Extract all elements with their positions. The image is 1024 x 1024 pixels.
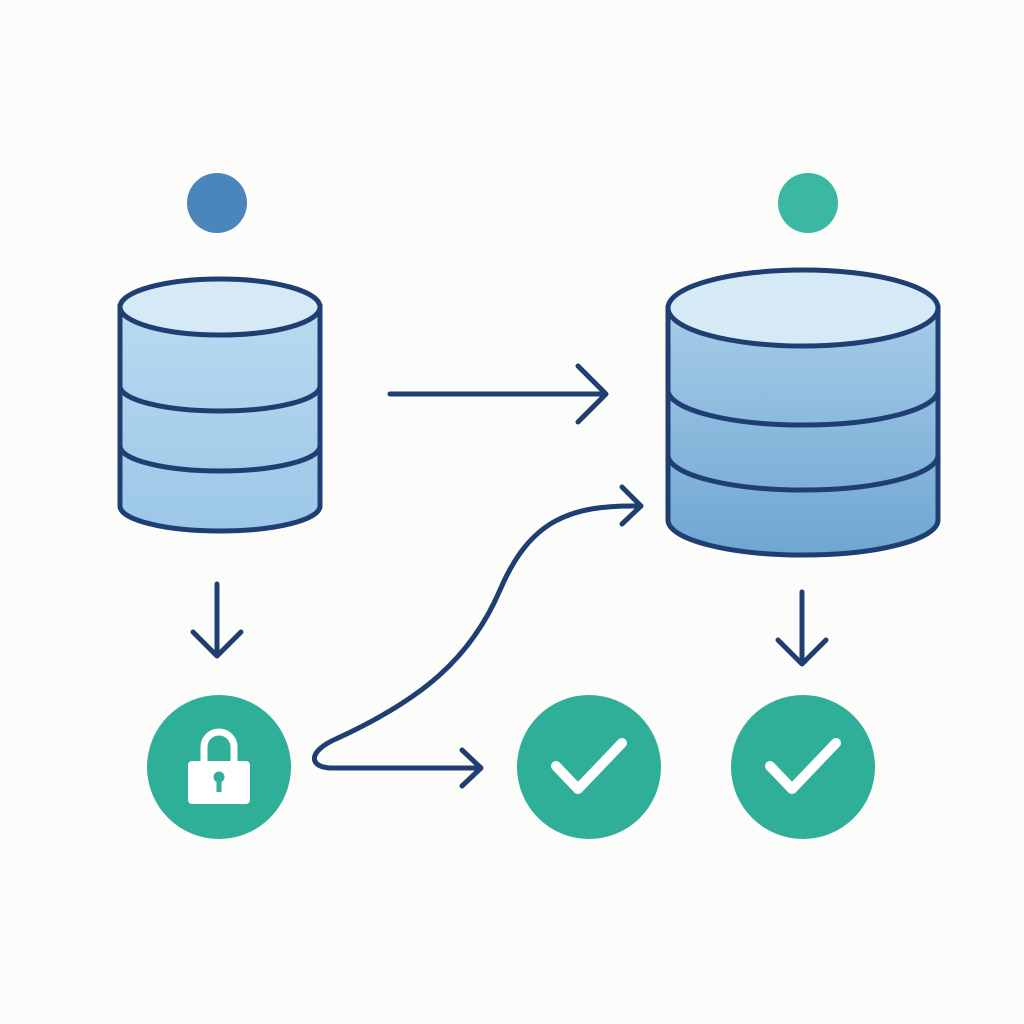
checkmark-icon bbox=[551, 738, 627, 794]
arrow-target-to-verification bbox=[775, 589, 829, 667]
target-database bbox=[665, 267, 941, 558]
verification-step bbox=[517, 695, 661, 839]
source-database-divider-2 bbox=[117, 445, 323, 474]
target-database-divider-2 bbox=[665, 454, 941, 493]
source-database-top bbox=[117, 276, 323, 338]
arrow-encryption-to-target bbox=[335, 484, 644, 741]
arrow-source-to-target bbox=[387, 363, 609, 425]
verification-circle bbox=[517, 695, 661, 839]
source-status-dot bbox=[187, 173, 247, 233]
target-verification bbox=[731, 695, 875, 839]
checkmark-icon bbox=[765, 738, 841, 794]
arrow-encryption-to-verification bbox=[312, 735, 484, 789]
target-status-dot bbox=[778, 173, 838, 233]
target-database-top bbox=[665, 267, 941, 349]
target-verification-circle bbox=[731, 695, 875, 839]
target-database-divider-1 bbox=[665, 389, 941, 428]
target-database-body bbox=[665, 305, 941, 558]
source-database-body bbox=[117, 304, 323, 534]
arrow-source-to-encryption bbox=[190, 581, 244, 659]
encryption-step bbox=[147, 695, 291, 839]
source-database bbox=[117, 276, 323, 534]
source-database-divider-1 bbox=[117, 385, 323, 414]
padlock-icon bbox=[188, 728, 250, 804]
